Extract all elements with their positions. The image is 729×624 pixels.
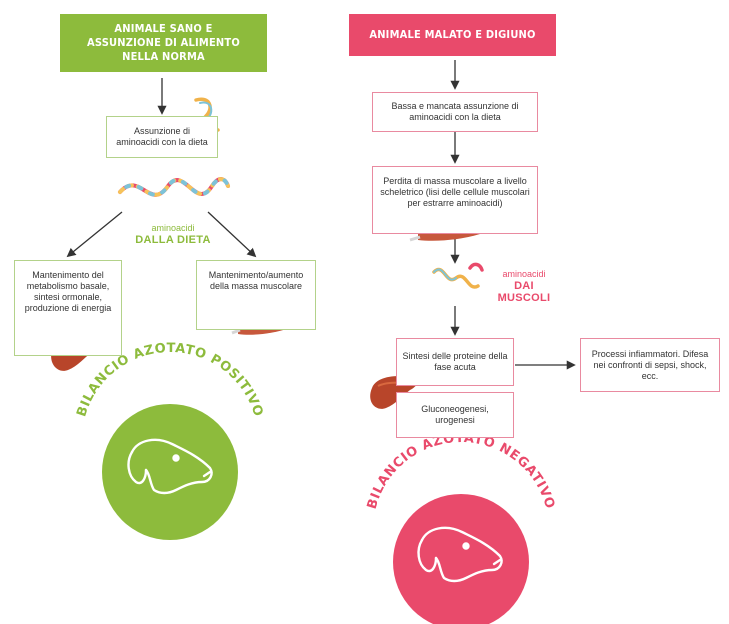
label-amino-diet-line2: DALLA DIETA	[135, 234, 211, 246]
header-healthy-animal: ANIMALE SANO E ASSUNZIONE DI ALIMENTO NE…	[60, 14, 267, 72]
box-low-intake-text: Bassa e mancata assunzione di aminoacidi…	[391, 101, 519, 122]
box-gluconeogenesis-text: Gluconeogenesi, urogenesi	[421, 404, 489, 425]
box-inflammation-text: Processi infiammatori. Difesa nei confro…	[591, 348, 709, 381]
box-metabolism-text: Mantenimento del metabolismo basale, sin…	[24, 270, 112, 313]
header-sick-text: ANIMALE MALATO E DIGIUNO	[369, 28, 536, 41]
label-amino-diet: aminoacidi DALLA DIETA	[118, 222, 228, 246]
amino-acid-chain-icon	[432, 262, 484, 289]
header-healthy-text: ANIMALE SANO E ASSUNZIONE DI ALIMENTO NE…	[87, 22, 240, 63]
box-inflammation: Processi infiammatori. Difesa nei confro…	[580, 338, 720, 392]
box-gluconeogenesis: Gluconeogenesi, urogenesi	[396, 392, 514, 438]
dog-head-icon	[417, 526, 503, 583]
box-muscle-loss: Perdita di massa muscolare a livello sch…	[372, 166, 538, 234]
negative-balance-circle	[393, 494, 529, 624]
box-muscle-maintenance-text: Mantenimento/aumento della massa muscola…	[208, 270, 304, 291]
box-acute-proteins: Sintesi delle proteine della fase acuta	[396, 338, 514, 386]
box-muscle-maintenance: Mantenimento/aumento della massa muscola…	[196, 260, 316, 330]
label-amino-diet-line1: aminoacidi	[151, 223, 195, 233]
positive-balance-circle	[102, 404, 238, 540]
dog-head-icon	[127, 438, 213, 495]
arrow-chain-to-metabolism	[66, 211, 123, 258]
box-low-intake: Bassa e mancata assunzione di aminoacidi…	[372, 92, 538, 132]
box-intake: Assunzione di aminoacidi con la dieta	[106, 116, 218, 158]
label-amino-muscles-line1: aminoacidi	[502, 269, 546, 279]
box-muscle-loss-text: Perdita di massa muscolare a livello sch…	[380, 176, 530, 208]
arrow-chain-to-muscle	[207, 211, 257, 258]
amino-acid-chain-icon	[118, 177, 230, 197]
header-sick-animal: ANIMALE MALATO E DIGIUNO	[349, 14, 556, 56]
label-amino-muscles-line2: DAI MUSCOLI	[497, 280, 551, 304]
box-metabolism: Mantenimento del metabolismo basale, sin…	[14, 260, 122, 356]
box-intake-text: Assunzione di aminoacidi con la dieta	[116, 126, 208, 147]
box-acute-proteins-text: Sintesi delle proteine della fase acuta	[402, 351, 508, 372]
label-amino-muscles: aminoacidi DAI MUSCOLI	[486, 268, 562, 304]
